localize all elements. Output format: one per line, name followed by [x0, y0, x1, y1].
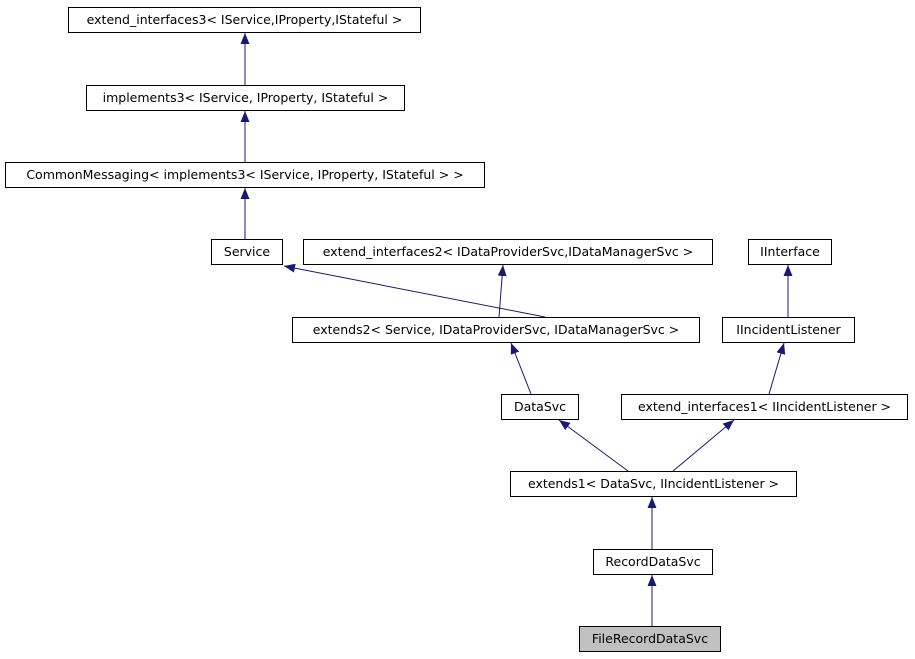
- node-extend-interfaces1[interactable]: extend_interfaces1< IIncidentListener >: [621, 394, 908, 420]
- edge-extend-interfaces1-to-iincident-listener: [768, 342, 786, 395]
- edge-extends2-to-service: [283, 263, 546, 318]
- node-common-messaging[interactable]: CommonMessaging< implements3< IService, …: [5, 162, 485, 188]
- node-record-datasvc[interactable]: RecordDataSvc: [593, 549, 713, 575]
- node-iincident-listener[interactable]: IIncidentListener: [722, 317, 855, 343]
- edge-extends1-to-datasvc: [558, 419, 629, 472]
- edge-extends1-to-extend-interfaces1: [672, 419, 735, 472]
- edge-extends2-to-extend-interfaces2: [497, 264, 507, 318]
- node-extend-interfaces3[interactable]: extend_interfaces3< IService,IProperty,I…: [68, 7, 421, 33]
- node-iinterface[interactable]: IInterface: [748, 239, 832, 265]
- node-service[interactable]: Service: [211, 239, 283, 265]
- node-extends2[interactable]: extends2< Service, IDataProviderSvc, IDa…: [292, 317, 700, 343]
- node-extend-interfaces2[interactable]: extend_interfaces2< IDataProviderSvc,IDa…: [303, 239, 713, 265]
- node-file-record-datasvc: FileRecordDataSvc: [579, 626, 721, 652]
- edge-datasvc-to-extends2: [510, 342, 532, 395]
- node-implements3[interactable]: implements3< IService, IProperty, IState…: [86, 85, 405, 111]
- node-extends1[interactable]: extends1< DataSvc, IIncidentListener >: [510, 471, 797, 497]
- node-datasvc[interactable]: DataSvc: [501, 394, 579, 420]
